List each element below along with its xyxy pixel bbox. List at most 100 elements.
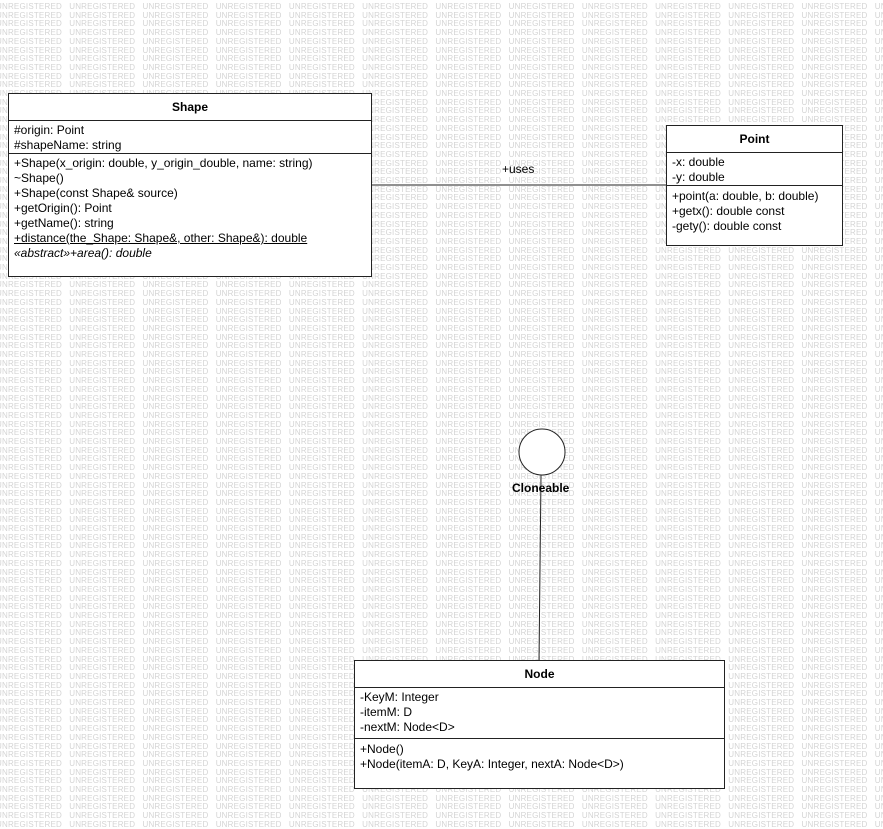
watermark-text: UNREGISTERED UNREGISTERED UNREGISTERED U… (0, 28, 883, 38)
watermark-text: UNREGISTERED UNREGISTERED UNREGISTERED U… (0, 593, 883, 603)
abstract-method[interactable]: «abstract»+area(): double (14, 246, 152, 260)
watermark-text: UNREGISTERED UNREGISTERED UNREGISTERED U… (0, 819, 883, 829)
watermark-text: UNREGISTERED UNREGISTERED UNREGISTERED U… (0, 236, 883, 246)
class-node-attributes: -KeyM: Integer -itemM: D -nextM: Node<D> (355, 688, 724, 738)
watermark-text: UNREGISTERED UNREGISTERED UNREGISTERED U… (0, 506, 883, 516)
class-shape-attributes: #origin: Point #shapeName: string (9, 121, 371, 153)
watermark-text: UNREGISTERED UNREGISTERED UNREGISTERED U… (0, 36, 883, 46)
cloneable-interface-label[interactable]: Cloneable (512, 481, 570, 495)
watermark-text: UNREGISTERED UNREGISTERED UNREGISTERED U… (0, 454, 883, 464)
watermark-text: UNREGISTERED UNREGISTERED UNREGISTERED U… (0, 350, 883, 359)
realization-lollipop-line[interactable] (538, 474, 542, 662)
watermark-text: UNREGISTERED UNREGISTERED UNREGISTERED U… (0, 628, 883, 638)
watermark-text: UNREGISTERED UNREGISTERED UNREGISTERED U… (0, 228, 883, 238)
class-node-methods: +Node() +Node(itemA: D, KeyA: Integer, n… (355, 738, 724, 772)
attribute[interactable]: -x: double (672, 155, 725, 169)
watermark-text: UNREGISTERED UNREGISTERED UNREGISTERED U… (0, 106, 883, 116)
watermark-text: UNREGISTERED UNREGISTERED UNREGISTERED U… (0, 410, 883, 420)
watermark-text: UNREGISTERED UNREGISTERED UNREGISTERED U… (0, 384, 883, 394)
method[interactable]: ~Shape() (14, 171, 64, 185)
class-point[interactable]: Point -x: double -y: double +point(a: do… (666, 125, 843, 246)
watermark-text: UNREGISTERED UNREGISTERED UNREGISTERED U… (0, 802, 883, 812)
method[interactable]: +Node() (360, 742, 404, 756)
watermark-text: UNREGISTERED UNREGISTERED UNREGISTERED U… (0, 602, 883, 612)
watermark-text: UNREGISTERED UNREGISTERED UNREGISTERED U… (0, 550, 883, 560)
watermark-text: UNREGISTERED UNREGISTERED UNREGISTERED U… (0, 263, 883, 272)
class-shape-title[interactable]: Shape (9, 94, 371, 121)
watermark-text: UNREGISTERED UNREGISTERED UNREGISTERED U… (0, 567, 883, 577)
watermark-text: UNREGISTERED UNREGISTERED UNREGISTERED U… (0, 524, 883, 533)
class-node-title[interactable]: Node (355, 661, 724, 688)
watermark-text: UNREGISTERED UNREGISTERED UNREGISTERED U… (0, 793, 883, 803)
class-shape-methods: +Shape(x_origin: double, y_origin_double… (9, 153, 371, 261)
attribute[interactable]: #origin: Point (14, 123, 85, 137)
watermark-text: UNREGISTERED UNREGISTERED UNREGISTERED U… (0, 176, 883, 185)
watermark-text: UNREGISTERED UNREGISTERED UNREGISTERED U… (0, 584, 883, 594)
watermark-text: UNREGISTERED UNREGISTERED UNREGISTERED U… (0, 515, 883, 525)
watermark-text: UNREGISTERED UNREGISTERED UNREGISTERED U… (0, 480, 883, 490)
watermark-text: UNREGISTERED UNREGISTERED UNREGISTERED U… (0, 167, 883, 177)
method[interactable]: +point(a: double, b: double) (672, 189, 819, 203)
watermark-text: UNREGISTERED UNREGISTERED UNREGISTERED U… (0, 19, 883, 29)
method[interactable]: +getOrigin(): Point (14, 201, 112, 215)
watermark-text: UNREGISTERED UNREGISTERED UNREGISTERED U… (0, 158, 883, 168)
method[interactable]: -gety(): double const (672, 219, 782, 233)
watermark-text: UNREGISTERED UNREGISTERED UNREGISTERED U… (0, 306, 883, 316)
watermark-text: UNREGISTERED UNREGISTERED UNREGISTERED U… (0, 332, 883, 342)
watermark-text: UNREGISTERED UNREGISTERED UNREGISTERED U… (0, 132, 883, 142)
watermark-text: UNREGISTERED UNREGISTERED UNREGISTERED U… (0, 419, 883, 429)
watermark-text: UNREGISTERED UNREGISTERED UNREGISTERED U… (0, 62, 883, 72)
attribute[interactable]: -y: double (672, 170, 725, 184)
watermark-text: UNREGISTERED UNREGISTERED UNREGISTERED U… (0, 471, 883, 481)
watermark-text: UNREGISTERED UNREGISTERED UNREGISTERED U… (0, 532, 883, 542)
watermark-text: UNREGISTERED UNREGISTERED UNREGISTERED U… (0, 89, 883, 98)
method[interactable]: +Shape(x_origin: double, y_origin_double… (14, 156, 313, 170)
watermark-text: UNREGISTERED UNREGISTERED UNREGISTERED U… (0, 210, 883, 220)
class-point-methods: +point(a: double, b: double) +getx(): do… (667, 185, 842, 234)
attribute[interactable]: -itemM: D (360, 705, 412, 719)
watermark-text: UNREGISTERED UNREGISTERED UNREGISTERED U… (0, 193, 883, 203)
uses-association-label[interactable]: +uses (502, 162, 535, 176)
watermark-text: UNREGISTERED UNREGISTERED UNREGISTERED U… (0, 123, 883, 133)
watermark-text: UNREGISTERED UNREGISTERED UNREGISTERED U… (0, 341, 883, 351)
method[interactable]: +Node(itemA: D, KeyA: Integer, nextA: No… (360, 757, 624, 771)
watermark-text: UNREGISTERED UNREGISTERED UNREGISTERED U… (0, 289, 883, 299)
watermark-text: UNREGISTERED UNREGISTERED UNREGISTERED U… (0, 558, 883, 568)
watermark-text: UNREGISTERED UNREGISTERED UNREGISTERED U… (0, 428, 883, 438)
watermark-text: UNREGISTERED UNREGISTERED UNREGISTERED U… (0, 489, 883, 499)
attribute[interactable]: -KeyM: Integer (360, 690, 439, 704)
class-point-title[interactable]: Point (667, 126, 842, 153)
watermark-text: UNREGISTERED UNREGISTERED UNREGISTERED U… (0, 184, 883, 194)
watermark-text: UNREGISTERED UNREGISTERED UNREGISTERED U… (0, 115, 883, 125)
static-method[interactable]: +distance(the_Shape: Shape&, other: Shap… (14, 231, 308, 245)
watermark-text: UNREGISTERED UNREGISTERED UNREGISTERED U… (0, 437, 883, 446)
watermark-text: UNREGISTERED UNREGISTERED UNREGISTERED U… (0, 2, 883, 11)
attribute[interactable]: -nextM: Node<D> (360, 720, 455, 734)
watermark-text: UNREGISTERED UNREGISTERED UNREGISTERED U… (0, 463, 883, 473)
watermark-text: UNREGISTERED UNREGISTERED UNREGISTERED U… (0, 245, 883, 255)
attribute[interactable]: #shapeName: string (14, 138, 122, 152)
watermark-text: UNREGISTERED UNREGISTERED UNREGISTERED U… (0, 785, 883, 794)
watermark-text: UNREGISTERED UNREGISTERED UNREGISTERED U… (0, 297, 883, 307)
method[interactable]: +getName(): string (14, 216, 114, 230)
watermark-text: UNREGISTERED UNREGISTERED UNREGISTERED U… (0, 445, 883, 455)
watermark-text: UNREGISTERED UNREGISTERED UNREGISTERED U… (0, 280, 883, 290)
watermark-text: UNREGISTERED UNREGISTERED UNREGISTERED U… (0, 497, 883, 507)
watermark-text: UNREGISTERED UNREGISTERED UNREGISTERED U… (0, 202, 883, 212)
watermark-text: UNREGISTERED UNREGISTERED UNREGISTERED U… (0, 271, 883, 281)
class-shape[interactable]: Shape #origin: Point #shapeName: string … (8, 93, 372, 277)
class-node[interactable]: Node -KeyM: Integer -itemM: D -nextM: No… (354, 660, 725, 789)
watermark-text: UNREGISTERED UNREGISTERED UNREGISTERED U… (0, 71, 883, 81)
watermark-text: UNREGISTERED UNREGISTERED UNREGISTERED U… (0, 254, 883, 264)
cloneable-interface-icon[interactable] (518, 428, 566, 476)
watermark-text: UNREGISTERED UNREGISTERED UNREGISTERED U… (0, 637, 883, 647)
watermark-text: UNREGISTERED UNREGISTERED UNREGISTERED U… (0, 811, 883, 821)
watermark-text: UNREGISTERED UNREGISTERED UNREGISTERED U… (0, 376, 883, 386)
method[interactable]: +getx(): double const (672, 204, 785, 218)
watermark-text: UNREGISTERED UNREGISTERED UNREGISTERED U… (0, 576, 883, 586)
watermark-text: UNREGISTERED UNREGISTERED UNREGISTERED U… (0, 358, 883, 368)
method[interactable]: +Shape(const Shape& source) (14, 186, 178, 200)
watermark-text: UNREGISTERED UNREGISTERED UNREGISTERED U… (0, 323, 883, 333)
class-point-attributes: -x: double -y: double (667, 153, 842, 185)
